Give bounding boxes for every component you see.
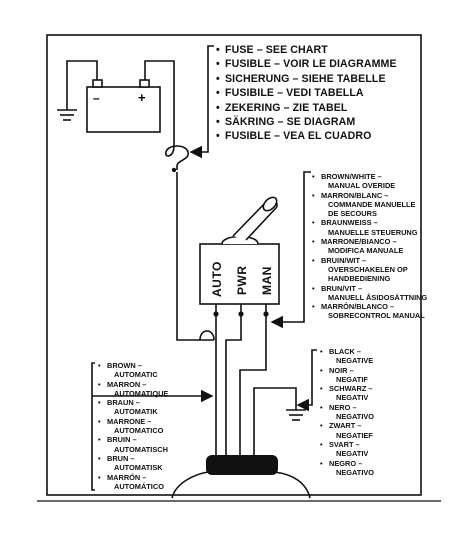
fuse-junction-dot [171, 167, 177, 173]
fuse-label-leader [189, 45, 214, 159]
pump-cable-block [206, 455, 278, 475]
pin-man-dot [263, 311, 269, 317]
ground-label-es: NEGRO –NEGATIVO [320, 459, 374, 478]
ground-label-leader [296, 349, 317, 412]
wire-crossover-jump [199, 330, 215, 341]
battery [86, 86, 161, 133]
fuse-label-en: FUSE – SEE CHART [216, 43, 397, 58]
manual-label-en: BROWN/WHITE –MANUAL OVERIDE [312, 172, 427, 191]
manual-label-it: MARRONE/BIANCO –MODIFICA MANUALE [312, 237, 427, 256]
ground-label-nl: ZWART –NEGATIEF [320, 421, 374, 440]
auto-label-fr: MARRON –AUTOMATIQUE [98, 380, 168, 399]
auto-label-sv: BRUN –AUTOMATISK [98, 454, 168, 473]
fuse-label-sv: SÄKRING – SE DIAGRAM [216, 115, 397, 130]
manual-label-sv: BRUN/VIT –MANUELL ÅSIDOSÄTTNING [312, 284, 427, 303]
ground-label-list: BLACK –NEGATIVE NOIR –NEGATIF SCHWARZ –N… [320, 347, 374, 477]
ground-label-fr: NOIR –NEGATIF [320, 366, 374, 385]
pin-pwr-dot [238, 311, 244, 317]
negative-wire [253, 387, 297, 460]
auto-label-en: BROWN –AUTOMATIC [98, 361, 168, 380]
switch-label-man: MAN [260, 266, 274, 295]
switch-label-pwr: PWR [235, 265, 249, 296]
battery-negative-wire [66, 60, 98, 110]
auto-label-nl: BRUIN –AUTOMATISCH [98, 435, 168, 454]
battery-ground-symbol [57, 109, 77, 121]
ground-label-it: NERO –NEGATIVO [320, 403, 374, 422]
fuse-label-de: SICHERUNG – SIEHE TABELLE [216, 72, 397, 87]
ground-label-en: BLACK –NEGATIVE [320, 347, 374, 366]
pump-ground-symbol [286, 409, 306, 421]
automatic-label-leader [91, 362, 95, 491]
battery-positive-wire [144, 60, 175, 146]
manual-override-label-list: BROWN/WHITE –MANUAL OVERIDE MARRON/BLANC… [312, 172, 427, 321]
pump-housing [171, 471, 311, 499]
power-wire [176, 172, 214, 341]
manual-label-de: BRAUNWEISS –MANUELLE STEUERUNG [312, 218, 427, 237]
battery-plus-sign: + [138, 90, 146, 105]
pin-auto-dot [213, 311, 219, 317]
pwr-wire [225, 314, 242, 460]
fuse-label-list: FUSE – SEE CHART FUSIBLE – VOIR LE DIAGR… [216, 43, 397, 144]
ground-label-sv: SVART –NEGATIV [320, 440, 374, 459]
battery-positive-terminal [139, 79, 150, 88]
switch-toggle-knob [262, 196, 278, 212]
battery-negative-terminal [92, 79, 103, 88]
man-wire [239, 314, 267, 460]
manual-override-leader [270, 171, 311, 329]
automatic-label-list: BROWN –AUTOMATIC MARRON –AUTOMATIQUE BRA… [98, 361, 168, 491]
manual-label-es: MARRÓN/BLANCO –SOBRECONTROL MANUAL [312, 302, 427, 321]
fuse-label-nl: ZEKERING – ZIE TABEL [216, 101, 397, 116]
auto-label-it: MARRONE –AUTOMATICO [98, 417, 168, 436]
fuse-symbol [164, 145, 189, 170]
switch-label-auto: AUTO [210, 261, 224, 297]
auto-label-es: MARRÓN –AUTOMÁTICO [98, 473, 168, 492]
fuse-label-it: FUSIBILE – VEDI TABELLA [216, 86, 397, 101]
fuse-label-fr: FUSIBLE – VOIR LE DIAGRAMME [216, 57, 397, 72]
battery-minus-sign: – [93, 91, 100, 105]
ground-label-de: SCHWARZ –NEGATIV [320, 384, 374, 403]
fuse-label-es: FUSIBLE – VEA EL CUADRO [216, 129, 397, 144]
auto-label-de: BRAUN –AUTOMATIK [98, 398, 168, 417]
